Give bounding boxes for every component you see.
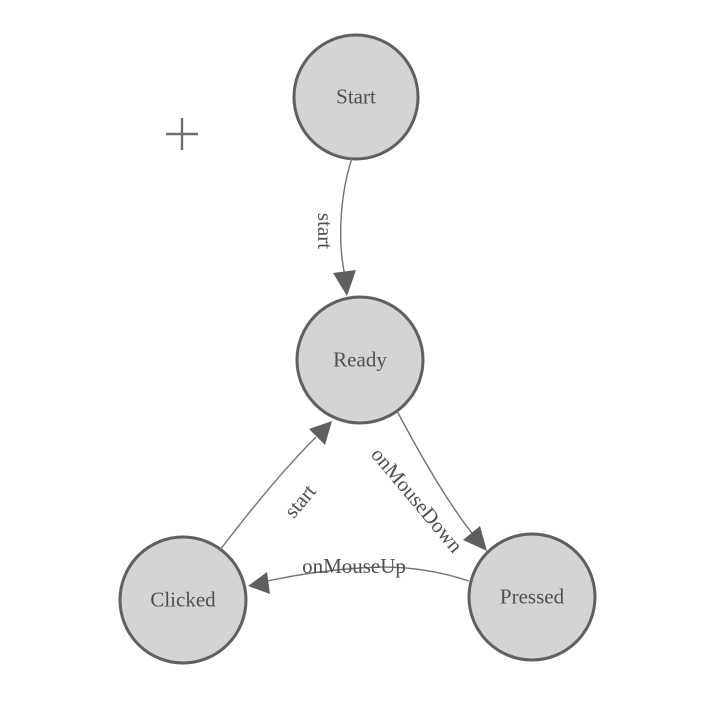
state-node-circle-ready[interactable] — [295, 295, 425, 425]
edge-label-onmousedown: onMouseDown — [366, 443, 468, 558]
edge-label-start: start — [313, 213, 337, 249]
node-start: Start — [292, 33, 420, 161]
edge-ready-to-pressed: onMouseDown — [366, 410, 487, 558]
edge-path-pressed-to-clicked[interactable] — [266, 566, 470, 582]
edge-label-onmouseup: onMouseUp — [302, 554, 406, 578]
node-pressed: Pressed — [467, 532, 597, 662]
state-node-label-clicked: Clicked — [150, 588, 216, 612]
node-clicked: Clicked — [118, 535, 248, 665]
state-node-label-start: Start — [336, 85, 376, 109]
state-node-circle-clicked[interactable] — [118, 535, 248, 665]
edge-label-start-2: start — [279, 479, 321, 522]
arrowhead-icon — [309, 421, 332, 445]
node-ready: Ready — [295, 295, 425, 425]
edge-path-start-to-ready[interactable] — [340, 157, 353, 277]
state-node-circle-start[interactable] — [292, 33, 420, 161]
edge-clicked-to-ready: start — [219, 421, 332, 551]
edge-path-clicked-to-ready[interactable] — [219, 436, 317, 551]
state-node-circle-pressed[interactable] — [467, 532, 597, 662]
edge-path-ready-to-pressed[interactable] — [396, 410, 477, 539]
crosshair-cursor-icon — [166, 118, 198, 150]
edge-pressed-to-clicked: onMouseUp — [248, 554, 470, 594]
edge-start-to-ready: start — [313, 157, 356, 296]
arrowhead-icon — [248, 572, 270, 594]
arrowhead-icon — [463, 526, 487, 551]
arrowhead-icon — [333, 270, 356, 296]
state-node-label-ready: Ready — [333, 348, 387, 372]
state-node-label-pressed: Pressed — [500, 585, 565, 609]
